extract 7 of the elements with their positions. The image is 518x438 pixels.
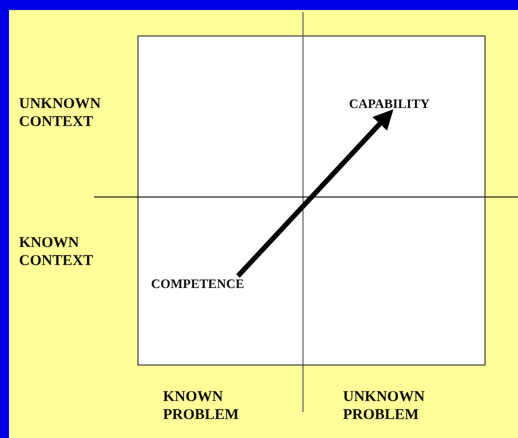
quadrant-label: COMPETENCE [151, 276, 244, 293]
axis-label: KNOWN CONTEXT [19, 234, 94, 270]
arrow [236, 109, 394, 278]
axis-label: UNKNOWN PROBLEM [343, 388, 426, 424]
quadrant-label: CAPABILITY [349, 96, 430, 113]
axis-label: KNOWN PROBLEM [163, 388, 240, 424]
axis-label: UNKNOWN CONTEXT [19, 95, 102, 131]
